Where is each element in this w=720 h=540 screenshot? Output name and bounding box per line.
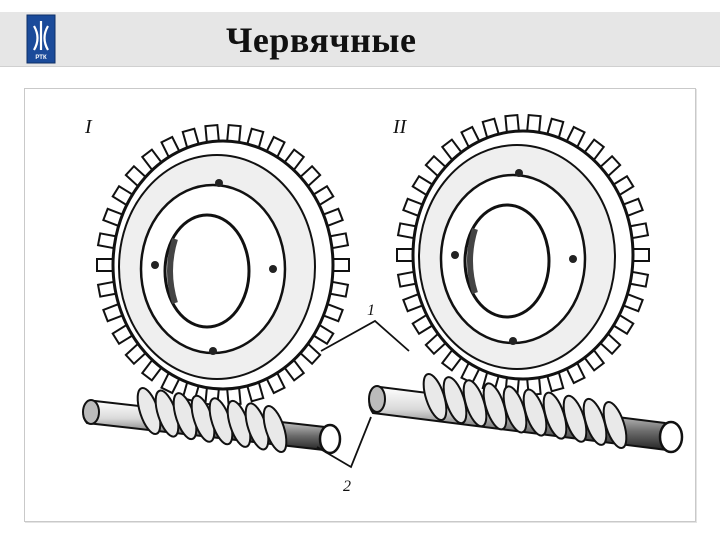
worm-wheel-2 bbox=[396, 113, 650, 397]
gear-tooth bbox=[396, 248, 414, 262]
slide-header bbox=[0, 12, 720, 66]
label-callout-2: 2 bbox=[343, 478, 351, 495]
label-callout-1: 1 bbox=[367, 302, 375, 319]
label-gear-set-2: II bbox=[392, 116, 408, 138]
callout-line-2 bbox=[316, 416, 372, 469]
gear-tooth bbox=[204, 123, 220, 144]
page-title: Червячные bbox=[226, 20, 417, 60]
worm-thread bbox=[602, 401, 628, 449]
bolt-hole bbox=[209, 347, 217, 355]
bolt-hole bbox=[269, 265, 277, 273]
worm-1-threads bbox=[136, 387, 288, 453]
bolt-hole bbox=[215, 179, 223, 187]
wheel-1-teeth bbox=[96, 123, 350, 407]
worm-2-threads bbox=[422, 373, 628, 449]
bolt-hole bbox=[569, 255, 577, 263]
bolt-hole bbox=[451, 251, 459, 259]
worm-thread bbox=[262, 405, 288, 453]
gear-tooth bbox=[504, 113, 520, 134]
worm-shaft-1 bbox=[82, 387, 342, 455]
gear-tooth bbox=[96, 258, 114, 272]
worm-shaft-2 bbox=[368, 373, 684, 454]
rtk-logo-icon: РТК bbox=[26, 14, 56, 64]
bolt-hole bbox=[509, 337, 517, 345]
header-divider bbox=[0, 66, 720, 67]
worm-gear-illustration: I II 1 2 bbox=[82, 113, 684, 495]
gear-tooth bbox=[226, 123, 242, 144]
worm-wheel-1 bbox=[96, 123, 350, 407]
bolt-hole bbox=[151, 261, 159, 269]
logo-text: РТК bbox=[35, 55, 47, 61]
bolt-hole bbox=[515, 169, 523, 177]
gear-tooth bbox=[526, 113, 542, 134]
label-gear-set-1: I bbox=[84, 116, 93, 138]
gear-tooth bbox=[332, 258, 350, 272]
gear-tooth bbox=[632, 248, 650, 262]
callout-line-1 bbox=[320, 319, 410, 352]
figure-frame: I II 1 2 bbox=[24, 88, 696, 522]
